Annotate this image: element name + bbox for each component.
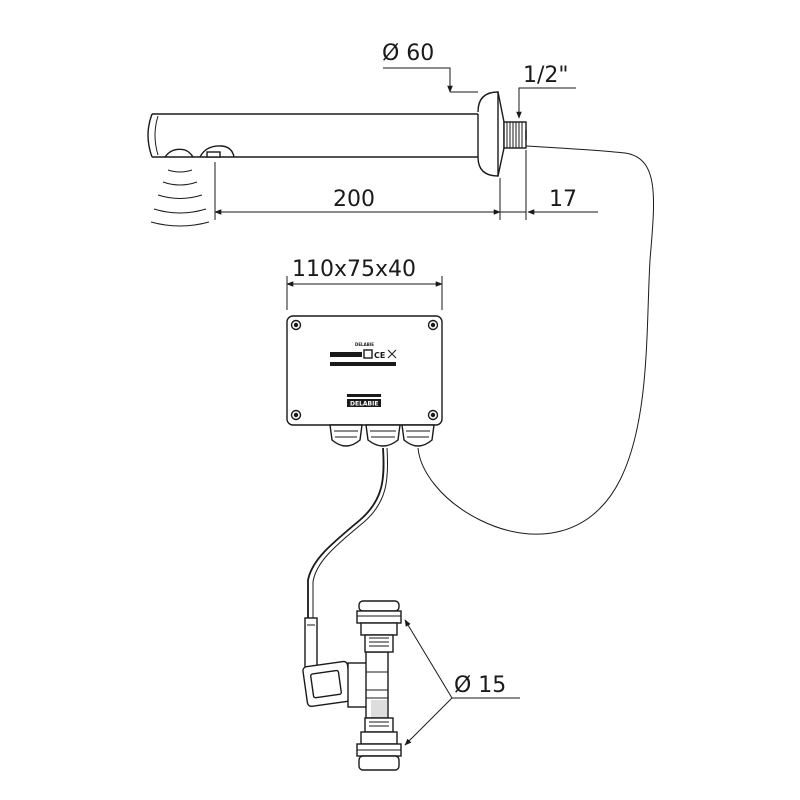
- label-line-2: [330, 362, 396, 366]
- sensor-waves-icon: [150, 169, 210, 227]
- dimension-length-200: 200: [214, 162, 501, 220]
- diameter-15-label: Ø 15: [454, 673, 506, 698]
- sensor-cable: [417, 145, 655, 535]
- thread-lines: [506, 122, 523, 148]
- diameter-60-label: Ø 60: [382, 41, 434, 66]
- screw-icon: [290, 319, 439, 421]
- dimension-box-size: 110x75x40: [286, 257, 443, 310]
- length-200-label: 200: [333, 187, 375, 212]
- dimension-offset-17: 17: [500, 150, 598, 220]
- ip-mark-icon: [363, 349, 373, 359]
- valve-cable: [307, 447, 385, 620]
- thread-label: 1/2": [523, 63, 569, 88]
- ce-mark-icon: CE: [374, 351, 385, 360]
- spout: [147, 91, 527, 177]
- offset-17-label: 17: [549, 187, 577, 212]
- dimension-diameter-15: Ø 15: [404, 619, 520, 746]
- dimension-thread: 1/2": [516, 63, 576, 119]
- solenoid-valve: [302, 600, 402, 771]
- cable-glands: [329, 424, 435, 447]
- box-logo: [347, 399, 381, 407]
- label-line-1: [330, 352, 362, 357]
- box-size-label: 110x75x40: [292, 257, 416, 282]
- dimension-diameter-60: Ø 60: [382, 41, 478, 93]
- box-brand-label: DELABIE: [355, 342, 374, 347]
- weee-mark-icon: [387, 349, 397, 359]
- box-logo-label: DELABIE: [350, 401, 378, 408]
- label-line-3: [347, 394, 381, 397]
- control-box: DELABIE CE DELABIE: [286, 315, 443, 426]
